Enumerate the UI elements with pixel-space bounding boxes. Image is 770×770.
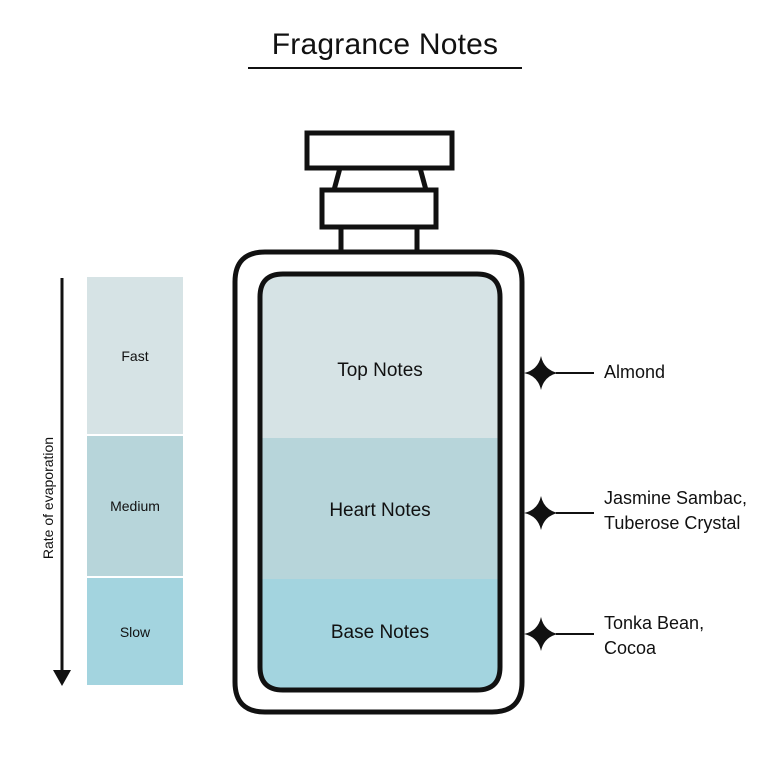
ingredient-line: Almond <box>604 362 666 382</box>
rate-box-medium <box>87 436 183 576</box>
sparkle-icon <box>524 617 558 651</box>
ingredient-line: Tonka Bean, <box>604 613 705 633</box>
base-notes-layer <box>260 579 500 690</box>
sparkle-icon <box>524 496 558 530</box>
ingredient-line: Tuberose Crystal <box>604 513 741 533</box>
top-notes-layer <box>260 274 500 438</box>
top-notes-ingredients: Almond <box>604 360 665 385</box>
heart-notes-layer <box>260 438 500 579</box>
axis-label: Rate of evaporation <box>40 436 56 560</box>
evaporation-arrow-head <box>53 670 71 686</box>
bottle-cap-taper-left <box>331 167 343 191</box>
ingredient-line: Cocoa <box>604 638 657 658</box>
rate-label-slow: Slow <box>119 623 151 640</box>
sparkle-icon <box>524 356 558 390</box>
title-underline <box>248 67 522 69</box>
rate-label-fast: Fast <box>121 347 149 364</box>
heart-notes-label: Heart Notes <box>329 500 431 521</box>
bottle-cap-taper-right <box>417 167 429 191</box>
bottle-inner-outline <box>257 271 503 693</box>
ingredient-line: Jasmine Sambac, <box>604 488 748 508</box>
page-title: Fragrance Notes <box>271 28 499 61</box>
rate-box-slow <box>87 578 183 685</box>
top-notes-label: Top Notes <box>337 360 423 381</box>
bottle-cap-top <box>304 130 455 171</box>
bottle-collar <box>319 187 439 230</box>
rate-box-fast <box>87 277 183 434</box>
base-notes-label: Base Notes <box>330 622 430 643</box>
rate-label-medium: Medium <box>110 498 160 514</box>
heart-notes-ingredients: Jasmine Sambac, Tuberose Crystal <box>604 486 747 536</box>
base-notes-ingredients: Tonka Bean, Cocoa <box>604 611 704 661</box>
